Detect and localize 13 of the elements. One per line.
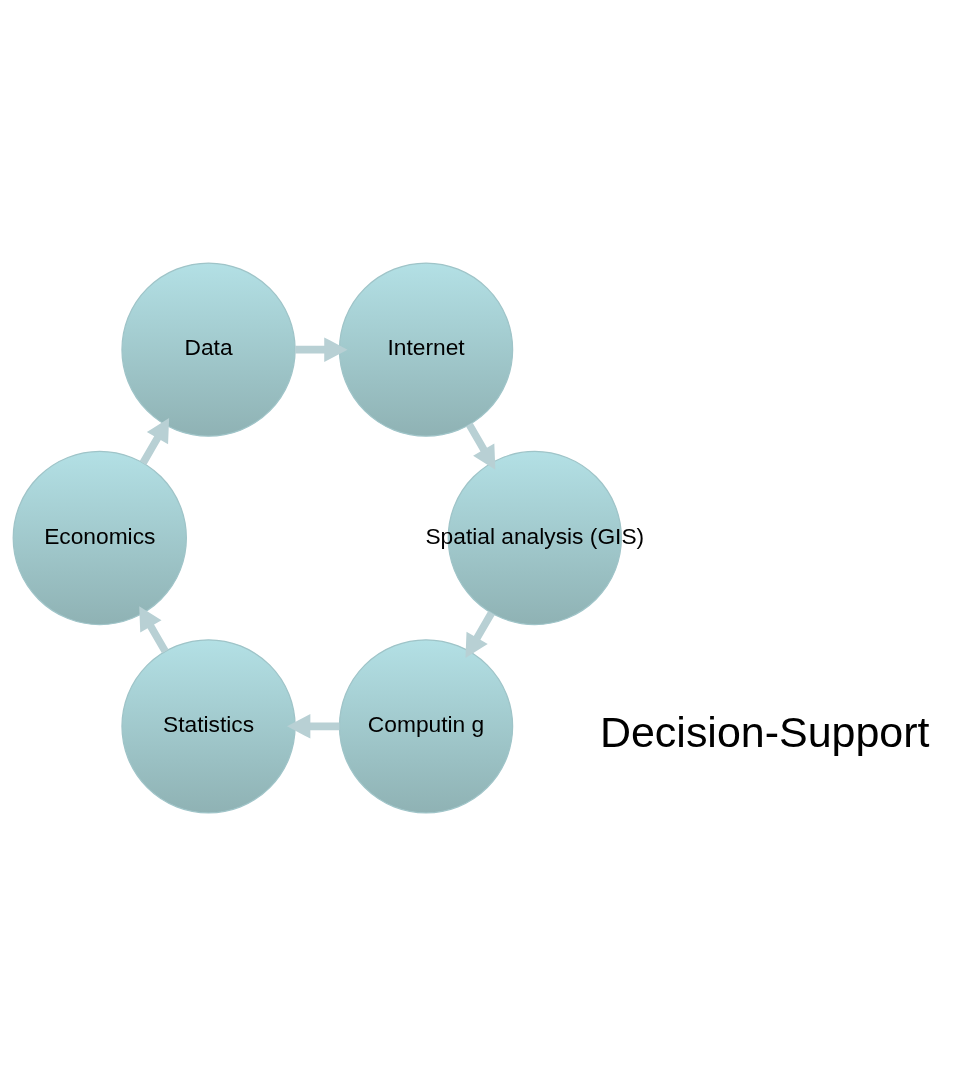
label: Decision-Support: [599, 708, 930, 757]
node-circle: Economics: [12, 450, 187, 626]
arrow: [139, 606, 169, 654]
arrow: [465, 611, 495, 659]
node-circle: Internet: [338, 262, 514, 437]
node-circle: Computin g: [338, 639, 514, 814]
arrow: [295, 337, 348, 362]
arrow: [466, 422, 496, 470]
node-label: Spatial analysis (GIS): [425, 522, 645, 549]
arrow: [139, 417, 170, 465]
arrow: [287, 714, 340, 739]
node-circle: Statistics: [121, 639, 296, 814]
node-circle: Data: [121, 262, 296, 437]
